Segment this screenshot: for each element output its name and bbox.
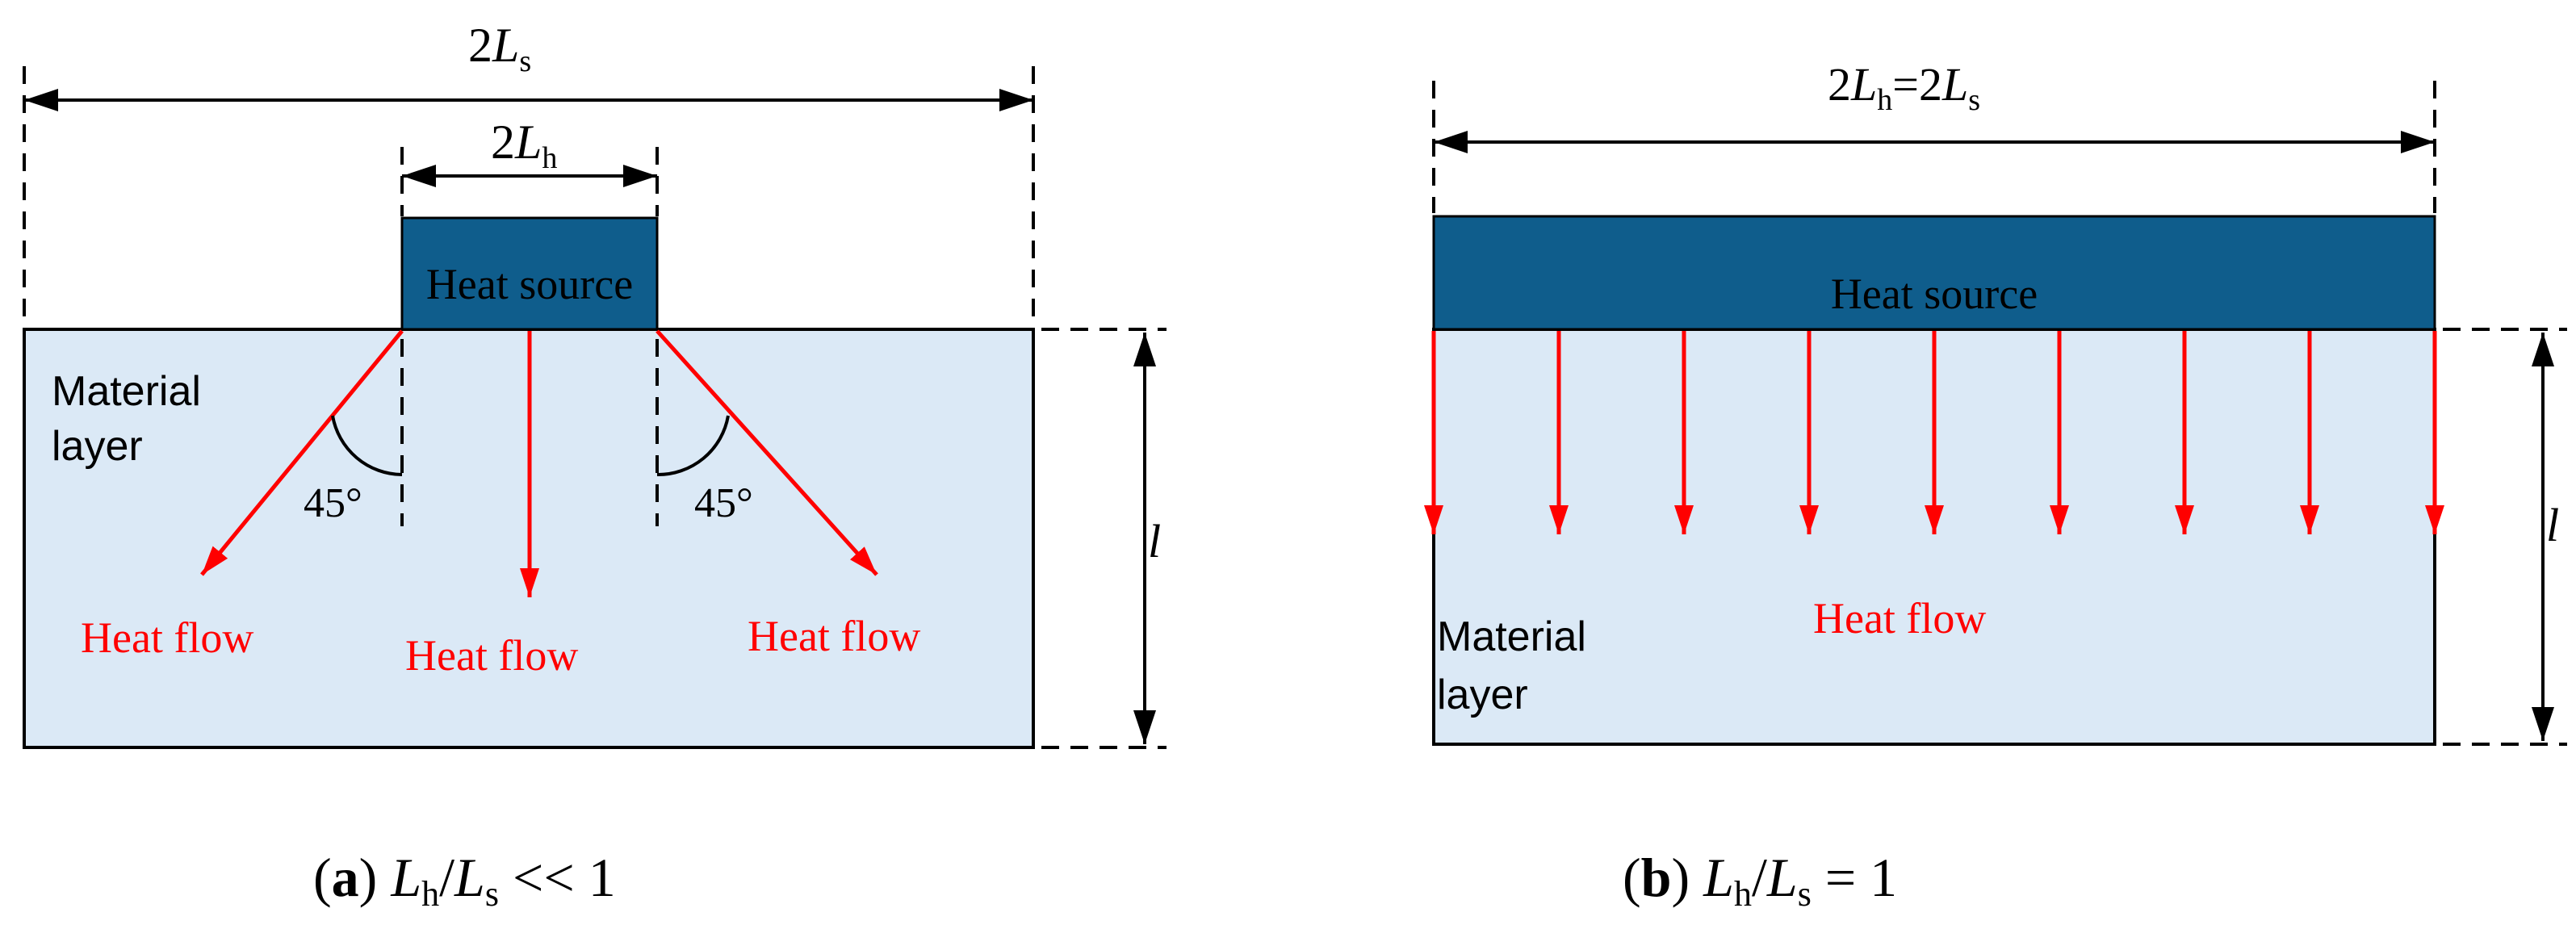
material-label-line2-a: layer xyxy=(52,423,143,470)
thickness-label-a: l xyxy=(1148,515,1161,567)
material-label-line2-b: layer xyxy=(1437,672,1528,718)
dim-label-2ls: 2Ls xyxy=(468,19,531,78)
angle-arc-left xyxy=(331,415,403,476)
heat-flow-label-b: Heat flow xyxy=(1813,594,1986,642)
heat-source-a xyxy=(400,216,659,331)
angle-label-right: 45° xyxy=(694,480,753,526)
heat-flow-label-center: Heat flow xyxy=(405,631,578,680)
material-label-line1-a: Material xyxy=(52,368,201,415)
heat-source-b xyxy=(1432,215,2436,331)
heat-flow-label-left: Heat flow xyxy=(81,613,253,662)
panel-a: 2Ls 2Lh Heat source Material layer 45° 4… xyxy=(23,19,1167,914)
panel-b: 2Lh=2Ls Heat source Heat flow Material l… xyxy=(1424,58,2567,914)
dim-label-2lh: 2Lh xyxy=(491,115,557,175)
thickness-label-b: l xyxy=(2546,499,2559,551)
heat-flow-arrow-left xyxy=(200,329,404,576)
caption-b: (b) Lh/Ls = 1 xyxy=(1623,847,1897,914)
heat-source-label-a: Heat source xyxy=(426,260,633,308)
caption-a: (a) Lh/Ls << 1 xyxy=(313,847,616,914)
heat-source-label-b: Heat source xyxy=(1831,270,2038,318)
dim-label-b: 2Lh=2Ls xyxy=(1828,58,1980,117)
angle-arc-right xyxy=(656,415,730,477)
angle-label-left: 45° xyxy=(304,480,362,526)
uniform-heat-flow-arrows xyxy=(1424,331,2444,534)
caption-a-open: ( xyxy=(313,847,332,908)
heat-flow-arrow-right xyxy=(656,329,878,576)
heat-flow-label-right: Heat flow xyxy=(748,612,920,660)
material-label-line1-b: Material xyxy=(1437,613,1586,660)
